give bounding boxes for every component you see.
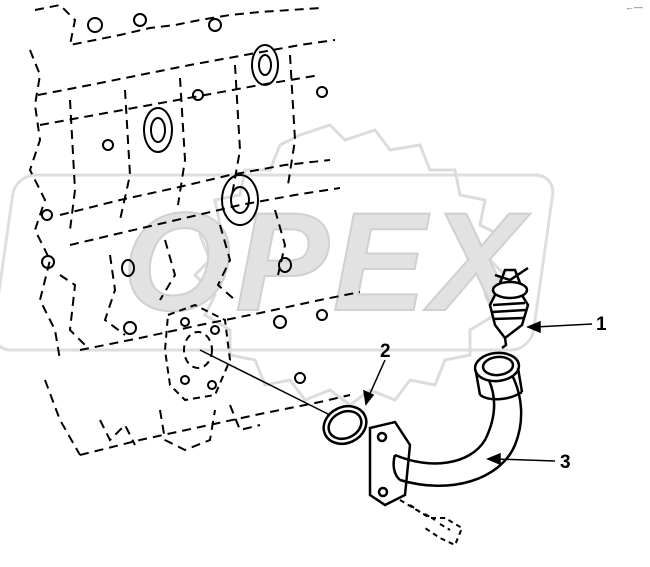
leader-arrow-1 [526, 320, 541, 334]
engine-flange [163, 303, 232, 402]
part-2-gasket [322, 404, 368, 446]
callout-2: 2 [380, 341, 391, 362]
engine-block [28, 3, 361, 456]
leader-line-1 [534, 323, 593, 328]
leader-lines [363, 320, 593, 466]
watermark-text: OPEX [122, 183, 531, 340]
leader-line-2 [367, 359, 386, 399]
corner-mark: ←— [625, 2, 643, 12]
watermark-gear [192, 123, 508, 407]
engine-bosses [41, 13, 328, 384]
watermark-bar [0, 173, 555, 352]
leader-arrow-3 [486, 452, 501, 466]
callout-3: 3 [560, 452, 571, 473]
assembly-centerline [199, 349, 331, 416]
mounting-bolt [399, 499, 464, 547]
watermark-logo: OPEX [0, 123, 555, 407]
leader-line-3 [494, 458, 556, 462]
part-1-fitting [488, 266, 530, 349]
callout-1: 1 [596, 314, 607, 335]
part-3-tube [368, 351, 524, 507]
leader-arrow-2 [363, 389, 375, 406]
